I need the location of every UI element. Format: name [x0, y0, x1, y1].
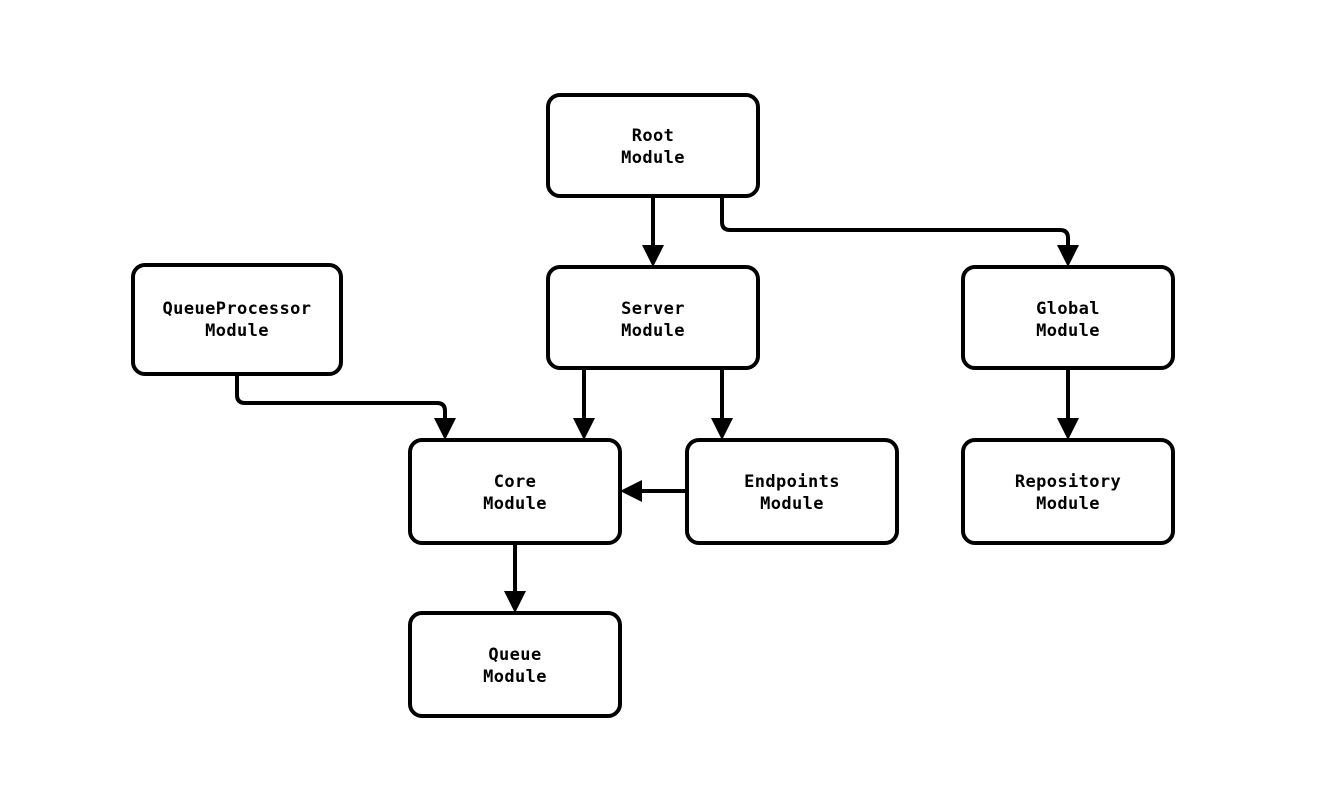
- node-queueprocessor-module-box: [131, 263, 343, 376]
- node-layer: Root Module QueueProcessor Module Server…: [131, 93, 1175, 718]
- node-global-module-label-line2: Module: [1036, 321, 1100, 341]
- edge-endpoints-to-core: [620, 480, 687, 502]
- node-endpoints-module[interactable]: Endpoints Module: [685, 438, 899, 545]
- node-endpoints-module-box: [685, 438, 899, 545]
- node-server-module-label-line2: Module: [621, 321, 685, 341]
- edge-root-to-global: [720, 196, 1079, 267]
- node-server-module-box: [546, 265, 760, 370]
- node-endpoints-module-label-line2: Module: [760, 494, 824, 514]
- arrow-head-icon: [1057, 245, 1079, 267]
- node-repository-module-label-line2: Module: [1036, 494, 1100, 514]
- node-repository-module[interactable]: Repository Module: [961, 438, 1175, 545]
- node-core-module-box: [408, 438, 622, 545]
- arrow-head-icon: [504, 591, 526, 613]
- node-global-module-box: [961, 265, 1175, 370]
- edge-root-to-server: [642, 196, 664, 267]
- node-queueprocessor-module-label-line1: QueueProcessor: [163, 299, 312, 319]
- node-queue-module[interactable]: Queue Module: [408, 611, 622, 718]
- node-repository-module-label-line1: Repository: [1015, 472, 1121, 492]
- node-queue-module-label-line2: Module: [483, 667, 547, 687]
- node-root-module-label-line1: Root: [632, 126, 675, 146]
- edge-server-to-core: [573, 368, 595, 440]
- node-global-module[interactable]: Global Module: [961, 265, 1175, 370]
- node-queueprocessor-module[interactable]: QueueProcessor Module: [131, 263, 343, 376]
- node-root-module-label-line2: Module: [621, 148, 685, 168]
- node-queue-module-label-line1: Queue: [488, 645, 541, 665]
- node-queue-module-box: [408, 611, 622, 718]
- arrow-head-icon: [620, 480, 642, 502]
- node-global-module-label-line1: Global: [1036, 299, 1100, 319]
- node-root-module[interactable]: Root Module: [546, 93, 760, 198]
- edge-global-to-repository: [1057, 368, 1079, 440]
- node-root-module-box: [546, 93, 760, 198]
- node-core-module-label-line2: Module: [483, 494, 547, 514]
- node-queueprocessor-module-label-line2: Module: [205, 321, 269, 341]
- node-endpoints-module-label-line1: Endpoints: [744, 472, 840, 492]
- arrow-head-icon: [1057, 418, 1079, 440]
- edge-server-to-endpoints: [711, 368, 733, 440]
- arrow-head-icon: [642, 245, 664, 267]
- edge-core-to-queue: [504, 543, 526, 613]
- node-repository-module-box: [961, 438, 1175, 545]
- edge-queueprocessor-to-core: [235, 374, 456, 440]
- node-core-module-label-line1: Core: [494, 472, 537, 492]
- edge-layer: [235, 196, 1079, 613]
- arrow-head-icon: [711, 418, 733, 440]
- node-core-module[interactable]: Core Module: [408, 438, 622, 545]
- arrow-head-icon: [434, 418, 456, 440]
- node-server-module-label-line1: Server: [621, 299, 685, 319]
- node-server-module[interactable]: Server Module: [546, 265, 760, 370]
- arrow-head-icon: [573, 418, 595, 440]
